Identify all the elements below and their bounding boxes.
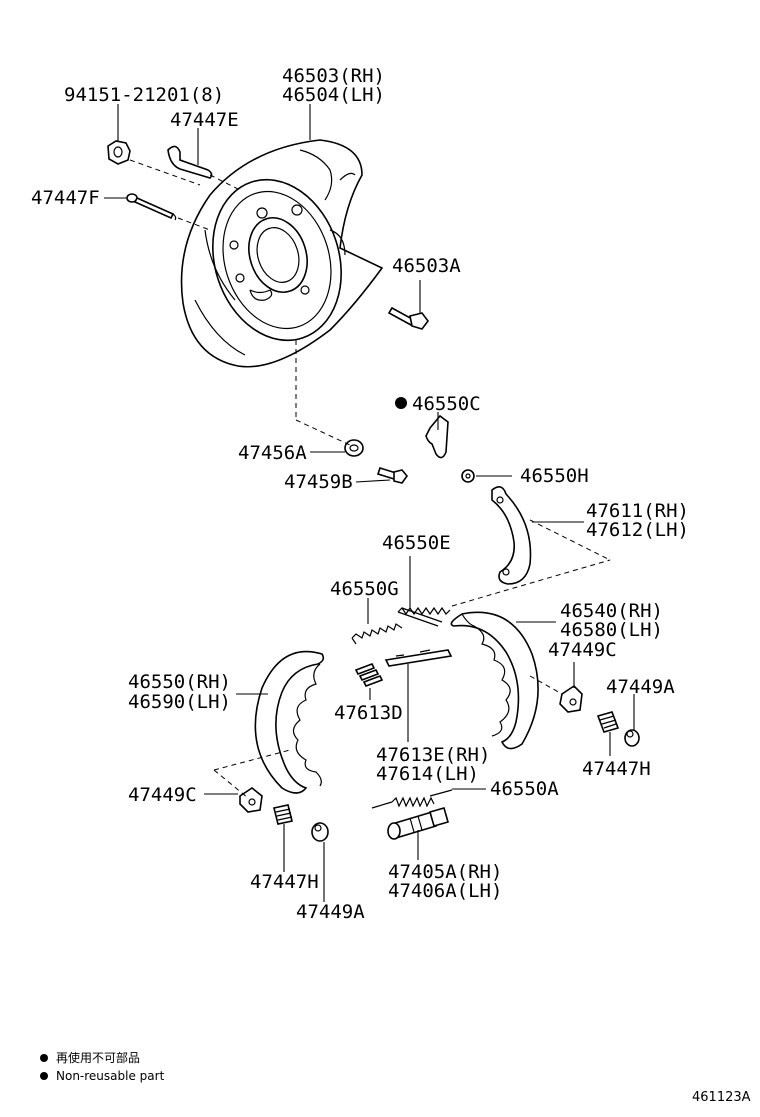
label-47449C-left: 47449C (128, 784, 197, 806)
washer-47456A (344, 439, 364, 457)
label-46550C: 46550C (412, 393, 481, 415)
spring-46550A (371, 789, 453, 809)
assembly-lines (129, 159, 611, 799)
label-47447E: 47447E (170, 109, 239, 131)
bolt-47447E (167, 145, 213, 179)
label-46540: 46540(RH) (560, 600, 663, 622)
label-47611: 47611(RH) (586, 500, 689, 522)
label-47613D: 47613D (334, 702, 403, 724)
brake-shoe-46540 (450, 611, 539, 750)
label-47447H-left: 47447H (250, 871, 319, 893)
retainer-47449C-left (239, 787, 263, 813)
label-94151: 94151-21201(8) (64, 84, 224, 106)
label-46550: 46550(RH) (128, 671, 231, 693)
label-46580: 46580(LH) (560, 619, 663, 641)
pin-47449A-left (311, 822, 329, 842)
label-46503: 46503(RH) (282, 65, 385, 87)
label-47614: 47614(LH) (376, 763, 479, 785)
leader-lines (104, 104, 635, 902)
label-46550A: 46550A (490, 778, 559, 800)
retainer-47449C-right (559, 684, 583, 713)
label-47459B: 47459B (284, 471, 353, 493)
shim-47613D (354, 662, 384, 688)
label-46550G: 46550G (330, 578, 399, 600)
spring-46550G (351, 623, 403, 645)
nut-94151 (107, 140, 131, 165)
adjuster-47405A (387, 807, 449, 840)
label-47449A-left: 47449A (296, 901, 365, 923)
strut-47613E (384, 649, 453, 667)
label-46550E: 46550E (382, 532, 451, 554)
diagram-code: 461123A (692, 1090, 751, 1105)
spring-46550E (397, 606, 451, 627)
legend: 再使用不可部品 Non-reusable part (40, 1050, 165, 1083)
spring-47447H-right (596, 711, 620, 733)
label-46590: 46590(LH) (128, 691, 231, 713)
label-47612: 47612(LH) (586, 519, 689, 541)
label-47449C-right: 47449C (548, 639, 617, 661)
label-47449A-right: 47449A (606, 676, 675, 698)
spring-47447H-left (273, 804, 293, 825)
bolt-47447F (126, 193, 177, 221)
label-46503A: 46503A (392, 255, 461, 277)
label-46504: 46504(LH) (282, 84, 385, 106)
legend-bullet-icon (40, 1054, 48, 1062)
label-47406A: 47406A(LH) (388, 880, 502, 902)
label-47447H-right: 47447H (582, 758, 651, 780)
label-47613E: 47613E(RH) (376, 744, 490, 766)
pin-47449A-right (624, 729, 640, 747)
bolt-47459B (376, 467, 409, 484)
washer-46550H (461, 469, 475, 483)
label-47405A: 47405A(RH) (388, 861, 502, 883)
label-47447F: 47447F (31, 187, 100, 209)
brake-shoe-46550 (254, 650, 325, 794)
label-46550H: 46550H (520, 465, 589, 487)
non-reusable-icon (395, 397, 407, 409)
clip-46550C (425, 414, 449, 459)
legend-cn: 再使用不可部品 (56, 1050, 140, 1065)
legend-en: Non-reusable part (56, 1069, 165, 1083)
parking-lever-47611 (491, 486, 532, 585)
legend-bullet-icon (40, 1072, 48, 1080)
bolt-46503A (387, 306, 429, 330)
backing-plate (180, 139, 384, 368)
label-47456A: 47456A (238, 442, 307, 464)
